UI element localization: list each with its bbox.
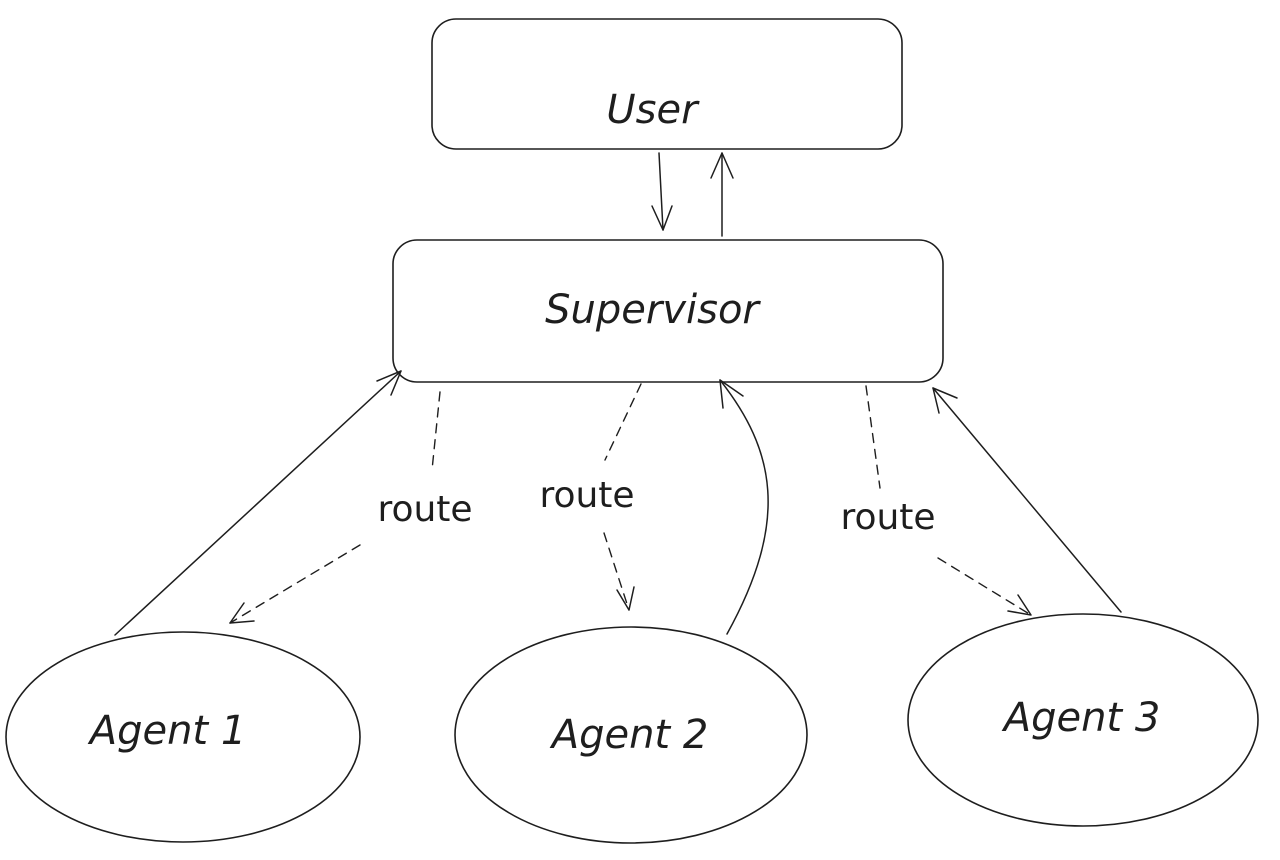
agent-2-node[interactable]: Agent 2	[454, 626, 808, 844]
agent-1-node-label: Agent 1	[87, 708, 247, 754]
supervisor-node-label: Supervisor	[545, 287, 761, 333]
agent-1-to-supervisor-arrow	[114, 370, 402, 636]
supervisor-to-user-arrow	[710, 152, 734, 237]
supervisor-node[interactable]: Supervisor	[392, 239, 944, 383]
route-to-agent-1-arrow	[229, 391, 441, 624]
route-to-agent-3-arrow	[865, 385, 1032, 616]
route-to-agent-2-arrow	[603, 383, 642, 611]
agent-2-to-supervisor-arrow	[719, 379, 769, 635]
agent-3-to-supervisor-arrow	[932, 387, 1122, 613]
agent-3-node-label: Agent 3	[1001, 695, 1161, 741]
agent-1-node[interactable]: Agent 1	[5, 631, 361, 843]
user-node-label: User	[606, 87, 700, 133]
user-node[interactable]: User	[431, 18, 903, 150]
route-label-agent-3: route	[840, 497, 935, 538]
user-to-supervisor-arrow	[651, 152, 673, 231]
route-label-agent-1: route	[377, 489, 472, 530]
agent-2-node-label: Agent 2	[549, 712, 709, 758]
agent-3-node[interactable]: Agent 3	[907, 613, 1259, 827]
route-label-agent-2: route	[539, 475, 634, 516]
